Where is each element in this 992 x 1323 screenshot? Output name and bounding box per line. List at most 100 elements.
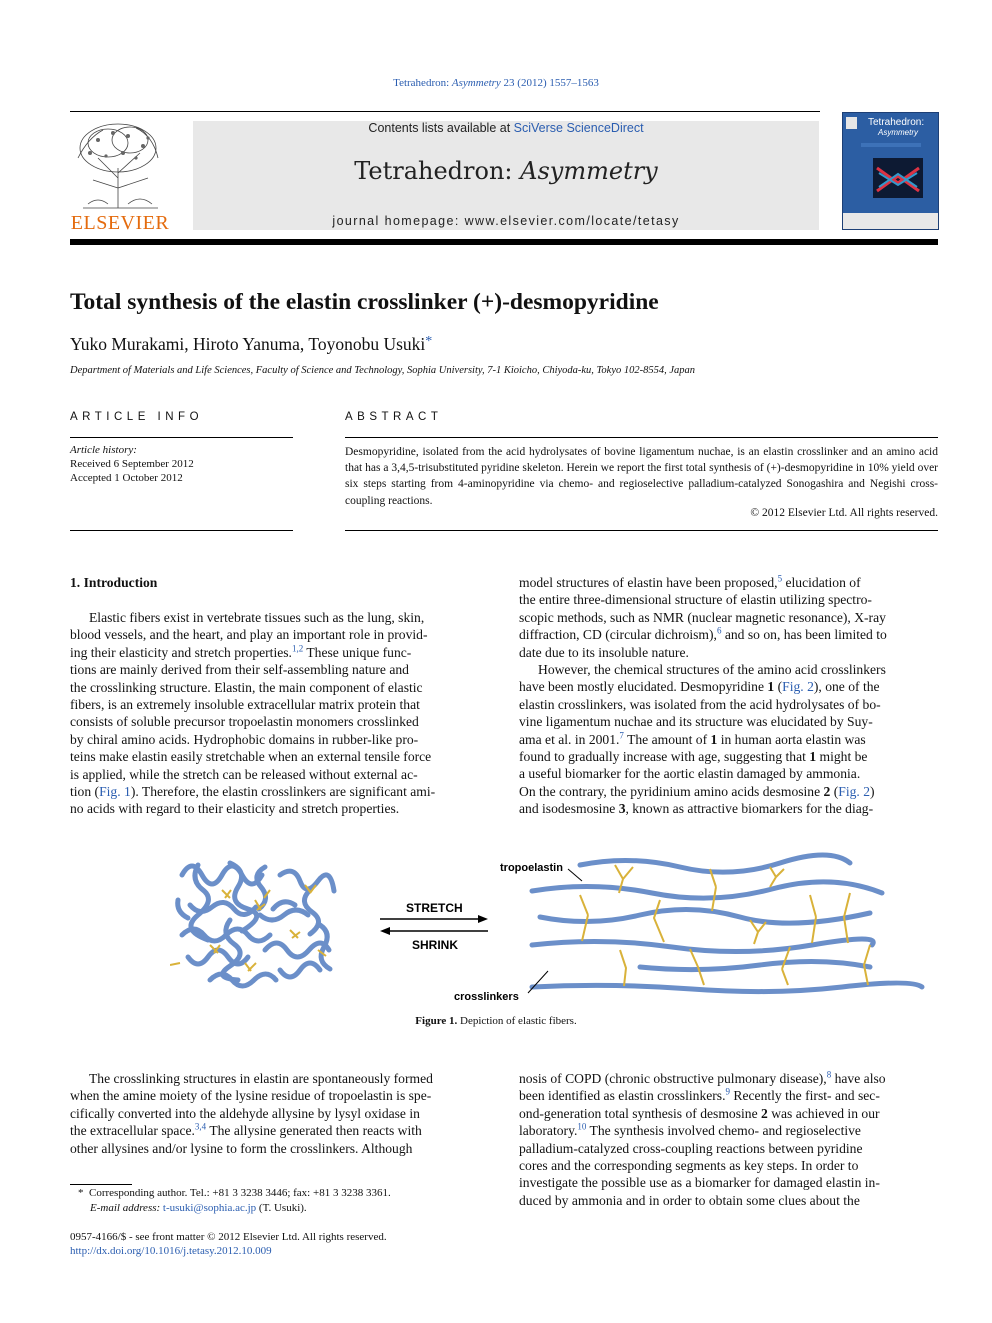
issn-line: 0957-4166/$ - see front matter © 2012 El… <box>70 1231 387 1243</box>
text-line: palladium-catalyzed cross-coupling react… <box>519 1140 863 1156</box>
text-line: and isodesmosine 3, known as attractive … <box>519 801 874 817</box>
text-line: tion (Fig. 1). Therefore, the elastin cr… <box>70 784 436 800</box>
reference-link[interactable]: 6 <box>716 625 722 636</box>
text-line: Elastic fibers exist in vertebrate tissu… <box>89 610 425 625</box>
text-line: ing their elasticity and stretch propert… <box>70 643 412 660</box>
email-footnote: E-mail address: t-usuki@sophia.ac.jp (T.… <box>90 1202 307 1214</box>
text-line: teins make elastin easily stretchable wh… <box>70 749 432 765</box>
text-line: is applied, while the stretch can be rel… <box>70 766 418 782</box>
text-line: been identified as elastin crosslinkers.… <box>519 1086 880 1104</box>
journal-name: Tetrahedron: Asymmetry <box>354 157 658 185</box>
figure-1-link[interactable]: Fig. 1 <box>99 784 131 800</box>
tropoelastin-label: tropoelastin <box>500 862 563 874</box>
contents-line: Contents lists available at SciVerse Sci… <box>368 121 644 135</box>
text-line: model structures of elastin have been pr… <box>519 573 861 590</box>
reference-link[interactable]: 8 <box>826 1069 832 1080</box>
journal-homepage[interactable]: journal homepage: www.elsevier.com/locat… <box>332 214 680 228</box>
accepted-date: Accepted 1 October 2012 <box>70 472 183 484</box>
figure-1: STRETCH SHRINK tropoelas <box>169 845 950 1015</box>
text-line: found to gradually increase with age, su… <box>519 749 868 765</box>
text-line: vine ligamentum nuchae and its structure… <box>519 714 873 730</box>
affiliation: Department of Materials and Life Science… <box>70 365 696 376</box>
text-line: elastin crosslinkers, was isolated from … <box>519 696 881 712</box>
doi-link[interactable]: http://dx.doi.org/10.1016/j.tetasy.2012.… <box>70 1245 272 1257</box>
article-title: Total synthesis of the elastin crosslink… <box>70 289 659 315</box>
text-line: ond-generation total synthesis of desmos… <box>519 1105 880 1121</box>
reference-link[interactable]: 5 <box>777 573 783 584</box>
text-line: when the amine moiety of the lysine resi… <box>70 1088 432 1104</box>
footnote-rule <box>70 1184 132 1185</box>
text-line: diffraction, CD (circular dichroism),6 a… <box>519 625 887 643</box>
email-link[interactable]: t-usuki@sophia.ac.jp <box>162 1202 257 1214</box>
text-line: cifically converted into the aldehyde al… <box>70 1105 420 1121</box>
reference-link[interactable]: 7 <box>619 730 624 741</box>
text-line: laboratory.10 The synthesis involved che… <box>519 1121 861 1139</box>
text-line: other allysines and/or lysine to form th… <box>70 1140 413 1156</box>
abstract-bottom-rule <box>345 530 938 531</box>
text-line: by chiral amino acids. Hydrophobic domai… <box>70 731 419 747</box>
crosslinkers-leader <box>527 970 549 994</box>
text-line: consists of soluble precursor tropoelast… <box>70 714 419 730</box>
section-heading-introduction: 1. Introduction <box>70 575 158 590</box>
abstract-heading: ABSTRACT <box>345 411 443 423</box>
reference-link[interactable]: 1,2 <box>291 643 304 654</box>
reference-link[interactable]: 10 <box>577 1121 587 1132</box>
figure-2-link[interactable]: Fig. 2 <box>782 679 814 695</box>
intro-paragraph-3: The crosslinking structures in elastin a… <box>70 1070 489 1157</box>
text-line: have been mostly elucidated. Desmopyridi… <box>519 679 880 695</box>
text-line: date due to its insoluble nature. <box>519 644 689 660</box>
stretched-crosslinks <box>579 864 871 987</box>
cover-subtitle: Asymmetry <box>878 128 918 137</box>
header-rule <box>70 111 820 112</box>
received-date: Received 6 September 2012 <box>70 458 194 470</box>
article-history-label: Article history: <box>70 444 137 456</box>
stretched-fibers-illustration <box>529 852 925 995</box>
text-line: blood vessels, and the heart, and play a… <box>70 627 428 643</box>
header-thick-rule <box>70 239 938 245</box>
journal-cover-image <box>842 112 939 230</box>
tropoelastin-leader <box>567 868 583 882</box>
elsevier-tree-logo <box>68 118 172 234</box>
author-list: Yuko Murakami, Hiroto Yanuma, Toyonobu U… <box>70 334 433 354</box>
intro-paragraph-1: Elastic fibers exist in vertebrate tissu… <box>70 609 489 818</box>
text-line: nosis of COPD (chronic obstructive pulmo… <box>519 1069 886 1086</box>
coiled-crosslinks <box>169 884 327 972</box>
shrink-label: SHRINK <box>412 938 458 952</box>
text-line: the entire three-dimensional structure o… <box>519 592 872 608</box>
abstract-copyright: © 2012 Elsevier Ltd. All rights reserved… <box>750 507 938 519</box>
crosslinkers-label: crosslinkers <box>454 991 519 1003</box>
text-line: investigate the possible use as a biomar… <box>519 1175 880 1191</box>
text-line: However, the chemical structures of the … <box>538 662 886 678</box>
abstract-rule <box>345 437 938 438</box>
reference-link[interactable]: 3,4 <box>194 1121 207 1132</box>
text-line: cores and the corresponding segments as … <box>519 1158 859 1174</box>
text-line: fibers, is an extremely insoluble extrac… <box>70 697 420 713</box>
text-line: ama et al. in 2001.7 The amount of 1 in … <box>519 730 866 747</box>
sciencedirect-link[interactable]: SciVerse ScienceDirect <box>513 121 644 135</box>
figure-1-caption: Figure 1. Depiction of elastic fibers. <box>415 1015 577 1027</box>
text-line: The crosslinking structures in elastin a… <box>89 1071 433 1086</box>
shrink-arrow <box>380 927 488 935</box>
text-line: duced by ammonia and in order to obtain … <box>519 1192 860 1208</box>
text-line: no acids with regard to their elasticity… <box>70 801 400 817</box>
corresponding-author-mark[interactable]: * <box>425 334 433 349</box>
text-line: On the contrary, the pyridinium amino ac… <box>519 783 875 799</box>
intro-paragraph-4: nosis of COPD (chronic obstructive pulmo… <box>519 1070 938 1209</box>
text-line: tions are mainly derived from their self… <box>70 662 409 678</box>
stretch-arrow <box>380 915 488 923</box>
cover-title: Tetrahedron: <box>868 117 925 128</box>
abstract-text: Desmopyridine, isolated from the acid hy… <box>345 446 938 507</box>
publisher-name: ELSEVIER <box>70 212 170 234</box>
article-info-heading: ARTICLE INFO <box>70 411 204 423</box>
journal-citation[interactable]: Tetrahedron: Asymmetry 23 (2012) 1557–15… <box>393 77 599 89</box>
reference-link[interactable]: 9 <box>725 1086 731 1097</box>
intro-paragraph-2: model structures of elastin have been pr… <box>519 574 938 818</box>
stretch-label: STRETCH <box>406 901 463 915</box>
text-line: scopic methods, such as NMR (nuclear mag… <box>519 609 886 625</box>
corresponding-footnote: * Corresponding author. Tel.: +81 3 3238… <box>78 1187 391 1199</box>
article-info-rule <box>70 437 293 438</box>
text-line: the crosslinking structure. Elastin, the… <box>70 679 423 695</box>
figure-2-link[interactable]: Fig. 2 <box>838 783 871 799</box>
text-line: the extracellular space.3,4 The allysine… <box>70 1121 422 1139</box>
text-line: a useful biomarker for the aortic elasti… <box>519 766 861 782</box>
